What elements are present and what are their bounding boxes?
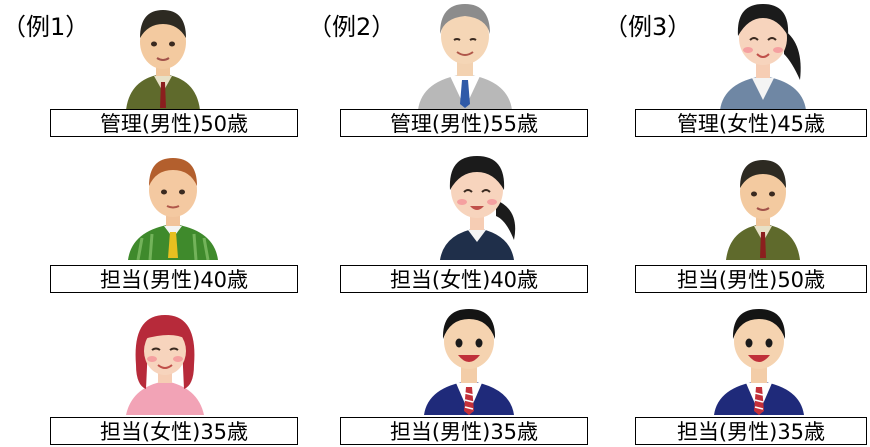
example-title: （例2） — [308, 13, 396, 41]
older-man-avatar-icon — [726, 160, 800, 260]
person-label: 担当(女性)35歳 — [50, 417, 298, 445]
person-card: 担当(女性)35歳 — [0, 305, 298, 445]
example-title: （例3） — [604, 13, 692, 41]
woman-avatar-icon — [126, 315, 204, 415]
person-card: 管理(男性)55歳 — [290, 0, 588, 140]
example-title: （例1） — [2, 13, 90, 41]
person-label: 管理(女性)45歳 — [635, 109, 867, 137]
example-1: （例1） 管理(男性)50歳 担当(男性)40歳 — [0, 0, 298, 447]
person-label: 担当(男性)35歳 — [340, 417, 588, 445]
example-3: （例3） 管理(女性)45歳 担当(男性) — [580, 0, 870, 447]
young-man-avatar-icon — [424, 309, 514, 415]
grey-haired-man-avatar-icon — [418, 4, 512, 110]
woman-avatar-icon — [440, 156, 516, 260]
person-label: 管理(男性)55歳 — [340, 109, 588, 137]
example-2: （例2） 管理(男性)55歳 担当(女性) — [290, 0, 588, 447]
person-card: 担当(男性)50歳 — [580, 150, 867, 293]
older-man-avatar-icon — [126, 10, 200, 110]
person-label: 担当(女性)40歳 — [340, 265, 588, 293]
person-card: 担当(男性)35歳 — [290, 305, 588, 445]
person-card: 担当(男性)35歳 — [580, 305, 867, 445]
person-label: 担当(男性)35歳 — [635, 417, 867, 445]
person-card: 担当(女性)40歳 — [290, 150, 588, 293]
man-avatar-icon — [128, 158, 218, 260]
person-card: 管理(女性)45歳 — [580, 0, 867, 140]
person-label: 担当(男性)50歳 — [635, 265, 867, 293]
woman-ponytail-avatar-icon — [720, 4, 806, 110]
person-label: 管理(男性)50歳 — [50, 109, 298, 137]
person-card: 担当(男性)40歳 — [0, 150, 298, 293]
person-card: 管理(男性)50歳 — [0, 0, 298, 140]
young-man-avatar-icon — [714, 309, 804, 415]
person-label: 担当(男性)40歳 — [50, 265, 298, 293]
